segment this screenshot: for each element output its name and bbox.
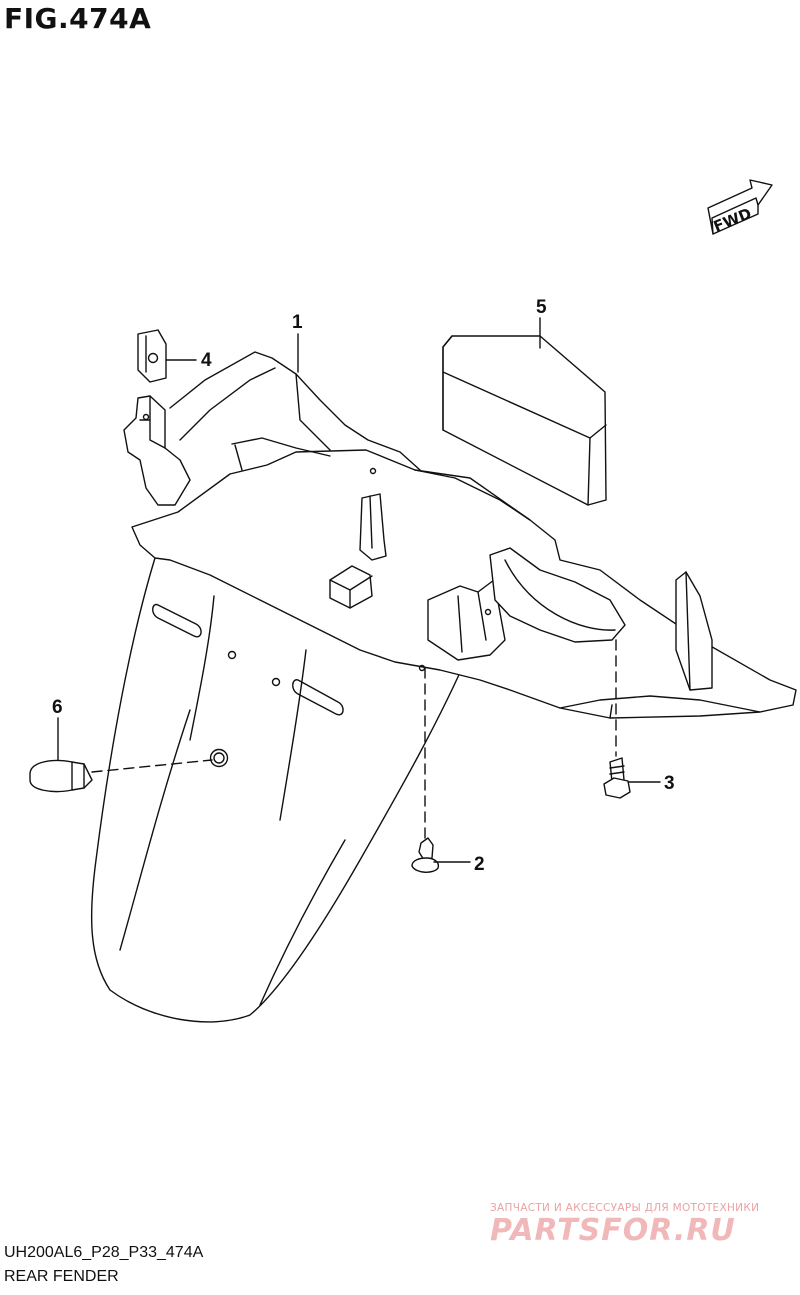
part-5-cover-sheet bbox=[442, 335, 607, 506]
leader-lines bbox=[57, 317, 661, 863]
callout-2: 2 bbox=[474, 854, 485, 875]
part-2-rivet bbox=[411, 837, 440, 873]
alignment-lines bbox=[91, 639, 617, 839]
watermark-tagline: ЗАПЧАСТИ И АКСЕССУАРЫ ДЛЯ МОТОТЕХНИКИ bbox=[490, 1202, 760, 1214]
part-3-bolt bbox=[603, 757, 631, 799]
watermark-logo: PARTSFOR.RU bbox=[490, 1213, 736, 1248]
callout-5: 5 bbox=[536, 297, 547, 318]
fwd-arrow-icon: FWD bbox=[707, 179, 773, 236]
callout-4: 4 bbox=[201, 350, 212, 371]
figure-title: FIG.474A bbox=[4, 2, 152, 35]
diagram-code: UH200AL6_P28_P33_474A bbox=[4, 1244, 204, 1261]
part-6-cushion bbox=[29, 759, 93, 793]
callout-3: 3 bbox=[664, 773, 675, 794]
part-4-clip bbox=[137, 329, 167, 383]
diagram-name: REAR FENDER bbox=[4, 1268, 119, 1285]
callout-6: 6 bbox=[52, 697, 63, 718]
callout-1: 1 bbox=[292, 312, 303, 333]
part-1-rear-fender bbox=[90, 351, 797, 1023]
